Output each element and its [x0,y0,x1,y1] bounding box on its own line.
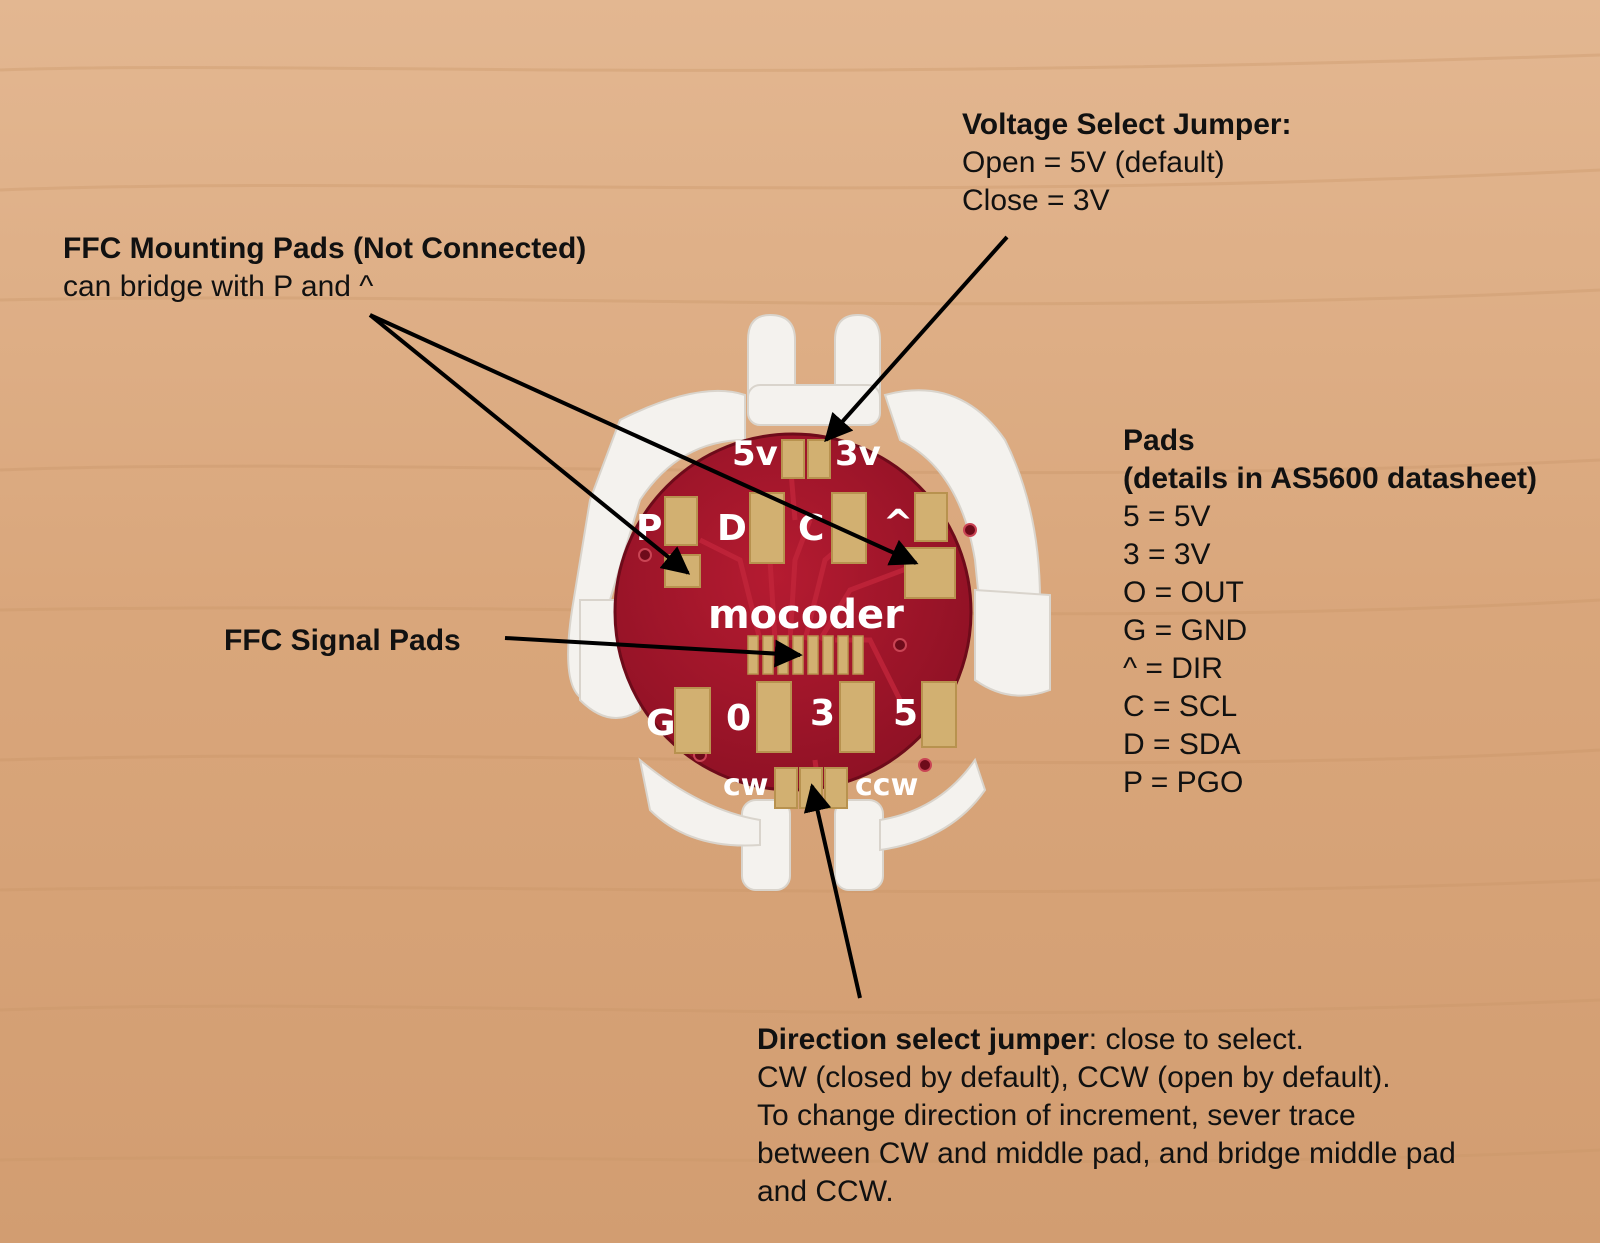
ffc-mount-line-1: can bridge with P and ^ [63,270,374,303]
pad-p [664,496,698,546]
direction-title: Direction select jumper [757,1023,1089,1056]
silk-o: 0 [726,698,751,739]
direction-title-line: Direction select jumper: close to select… [757,1021,1456,1059]
arrow-mount-left [368,313,691,575]
voltage-line-2: Close = 3V [962,184,1110,217]
pads-subtitle: (details in AS5600 datasheet) [1123,462,1538,495]
pad-dir [914,492,948,542]
direction-line: between CW and middle pad, and bridge mi… [757,1137,1456,1170]
direction-line: To change direction of increment, sever … [757,1099,1356,1132]
direction-line: and CCW. [757,1175,894,1208]
silk-cw: cw [723,768,769,803]
ffc-mount-title: FFC Mounting Pads (Not Connected) [63,232,587,265]
pad-3v [807,439,831,479]
pads-line: 3 = 3V [1123,538,1211,571]
pad-cw [774,767,798,809]
pad-5 [921,681,957,748]
ffc-mounting-annotation: FFC Mounting Pads (Not Connected) can br… [63,230,586,306]
pads-line: D = SDA [1123,728,1241,761]
silk-3: 3 [810,693,835,734]
pad-g [674,687,711,754]
silk-g: G [646,703,676,744]
annotation-arrows [368,235,1009,999]
pad-ccw [824,767,848,809]
pads-line: C = SCL [1123,690,1238,723]
pads-title: Pads [1123,424,1195,457]
pad-5v [781,439,805,479]
pads-line: ^ = DIR [1123,652,1223,685]
pads-line: G = GND [1123,614,1248,647]
voltage-select-annotation: Voltage Select Jumper: Open = 5V (defaul… [962,106,1292,220]
arrow-mount-right [369,313,919,566]
ffc-signal-annotation: FFC Signal Pads [224,622,461,660]
arrow-voltage [824,235,1009,443]
arrow-direction [803,783,862,999]
pad-d [749,492,785,564]
pads-line: 5 = 5V [1123,500,1211,533]
pads-annotation: Pads (details in AS5600 datasheet) 5 = 5… [1123,422,1537,802]
voltage-line-1: Open = 5V (default) [962,146,1225,179]
silk-5v: 5v [732,434,778,474]
silk-dir: ^ [883,503,913,544]
pad-o [756,681,792,753]
arrow-ffc-signal [504,636,803,668]
silk-5: 5 [893,693,918,734]
direction-select-annotation: Direction select jumper: close to select… [757,1021,1456,1211]
white-holder [567,313,1051,891]
silk-3v: 3v [835,434,881,474]
direction-title-suffix: : close to select. [1088,1023,1304,1056]
voltage-title: Voltage Select Jumper: [962,108,1292,141]
pad-3 [839,681,875,753]
pad-mount-right [904,547,956,599]
direction-line: CW (closed by default), CCW (open by def… [757,1061,1391,1094]
silk-brand: mocoder [708,592,904,638]
pads-line: P = PGO [1123,766,1244,799]
silk-ccw: ccw [855,768,918,803]
silk-d: D [717,508,747,549]
pads-line: O = OUT [1123,576,1244,609]
ffc-signal-title: FFC Signal Pads [224,624,461,657]
